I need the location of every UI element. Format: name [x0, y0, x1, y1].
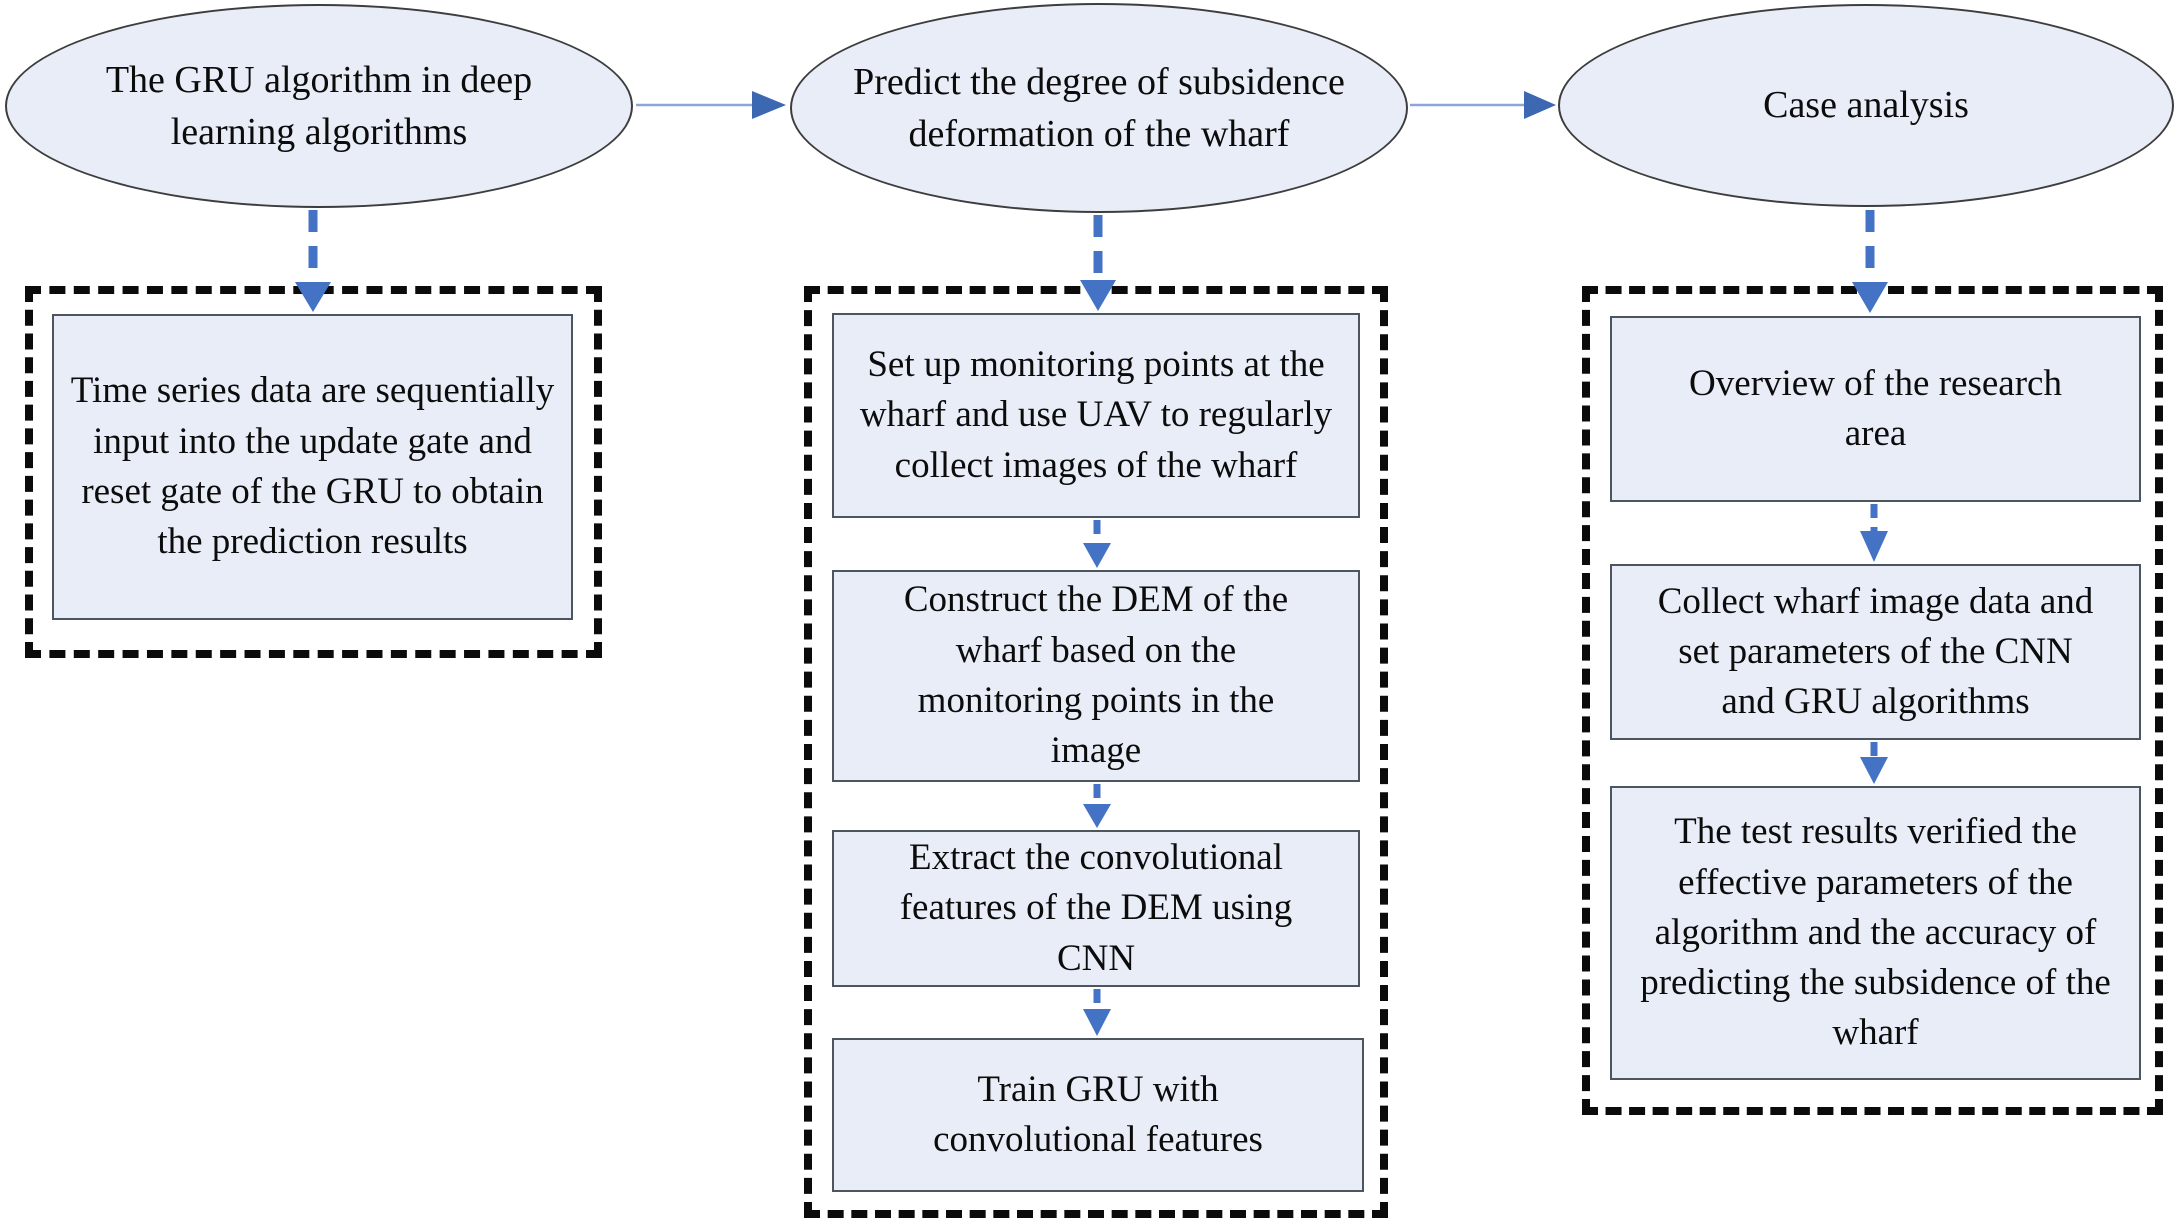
step-collect-data-label: Collect wharf image data and set paramet…: [1657, 580, 2094, 723]
arrow-stage1-stage2-head-icon: [752, 91, 786, 119]
step-test-results-label: The test results verified the effective …: [1640, 811, 2111, 1054]
step-construct-dem: Construct the DEM of the wharf based on …: [832, 570, 1360, 782]
step-setup-monitoring: Set up monitoring points at the wharf an…: [832, 313, 1360, 518]
arrow-stage2-stage3-head-icon: [1524, 91, 1556, 119]
step-construct-dem-label: Construct the DEM of the wharf based on …: [903, 579, 1289, 772]
step-collect-data: Collect wharf image data and set paramet…: [1610, 564, 2141, 740]
step-time-series: Time series data are sequentially input …: [52, 314, 573, 620]
step-extract-features-label: Extract the convolutional features of th…: [899, 837, 1293, 979]
step-train-gru: Train GRU with convolutional features: [832, 1038, 1364, 1192]
group-gru-steps: Time series data are sequentially input …: [25, 286, 602, 658]
step-train-gru-label: Train GRU with convolutional features: [933, 1068, 1263, 1160]
ellipse-gru-algorithm: The GRU algorithm in deep learning algor…: [5, 4, 633, 208]
ellipse-predict-subsidence: Predict the degree of subsidence deforma…: [790, 3, 1408, 213]
step-overview-area-label: Overview of the research area: [1689, 362, 2062, 454]
group-prediction-steps: Set up monitoring points at the wharf an…: [804, 286, 1388, 1218]
ellipse-gru-algorithm-label: The GRU algorithm in deep learning algor…: [105, 58, 533, 153]
ellipse-predict-subsidence-label: Predict the degree of subsidence deforma…: [853, 60, 1345, 155]
step-extract-features: Extract the convolutional features of th…: [832, 830, 1360, 987]
step-overview-area: Overview of the research area: [1610, 316, 2141, 502]
ellipse-case-analysis: Case analysis: [1558, 4, 2174, 207]
step-test-results: The test results verified the effective …: [1610, 786, 2141, 1080]
ellipse-case-analysis-label: Case analysis: [1763, 84, 1969, 127]
step-time-series-label: Time series data are sequentially input …: [70, 370, 555, 563]
group-case-steps: Overview of the research area Collect wh…: [1582, 286, 2163, 1115]
step-setup-monitoring-label: Set up monitoring points at the wharf an…: [859, 344, 1333, 486]
